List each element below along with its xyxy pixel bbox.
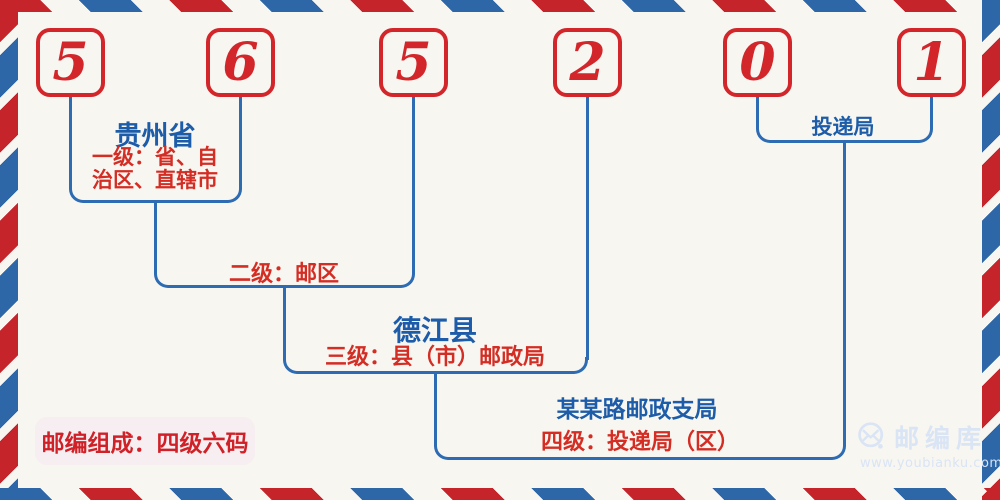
composition-badge: 邮编组成：四级六码: [35, 417, 255, 465]
bracket-delivery-office: [756, 126, 933, 143]
connector-line-digit2: [239, 97, 242, 189]
envelope-logo-icon: [856, 421, 888, 453]
digit-box-1: 5: [36, 28, 105, 97]
digit-2: 6: [222, 31, 259, 93]
airmail-border-left: [0, 0, 18, 500]
site-brand-name: 邮编库: [894, 424, 988, 453]
digit-5: 0: [739, 31, 776, 93]
airmail-border-top: [0, 0, 1000, 12]
level1-desc-label: 一级：省、自治区、直辖市: [92, 145, 218, 192]
digit-6: 1: [913, 31, 950, 93]
level1-place-label: 贵州省: [114, 121, 196, 151]
digit-1: 5: [52, 31, 89, 93]
level4-place-label: 某某路邮政支局: [556, 397, 718, 422]
bracket-level4: [434, 443, 846, 460]
connector-line-digit1: [69, 97, 72, 189]
connector-line-level1-to-level2: [154, 203, 157, 272]
connector-line-level3-to-level4: [434, 374, 437, 444]
level3-place-label: 德江县: [392, 316, 478, 347]
connector-line-digit6: [930, 97, 933, 129]
site-watermark: 邮编库 www.youbianku.com: [856, 419, 1000, 471]
digit-4: 2: [569, 31, 606, 93]
connector-line-delivery-to-level4: [843, 143, 846, 444]
level3-desc-label: 三级：县（市）邮政局: [324, 345, 546, 370]
connector-line-digit5: [756, 97, 759, 129]
bracket-level1: [69, 186, 242, 203]
site-url: www.youbianku.com: [860, 456, 1000, 471]
level4-desc-label: 四级：投递局（区）: [540, 430, 740, 455]
digit-box-6: 1: [897, 28, 966, 97]
connector-line-digit3: [412, 97, 415, 274]
delivery-office-label: 投递局: [811, 115, 875, 139]
composition-badge-text: 邮编组成：四级六码: [41, 431, 249, 456]
digit-box-5: 0: [723, 28, 792, 97]
connector-line-digit4: [586, 97, 589, 360]
connector-line-level2-to-level3: [283, 288, 286, 358]
bracket-level2: [154, 271, 415, 288]
digit-box-4: 2: [553, 28, 622, 97]
digit-3: 5: [395, 31, 432, 93]
level2-desc-label: 二级：邮区: [228, 262, 340, 287]
digit-box-3: 5: [379, 28, 448, 97]
bracket-level3: [283, 357, 588, 374]
airmail-border-bottom: [0, 488, 1000, 500]
digit-box-2: 6: [206, 28, 275, 97]
